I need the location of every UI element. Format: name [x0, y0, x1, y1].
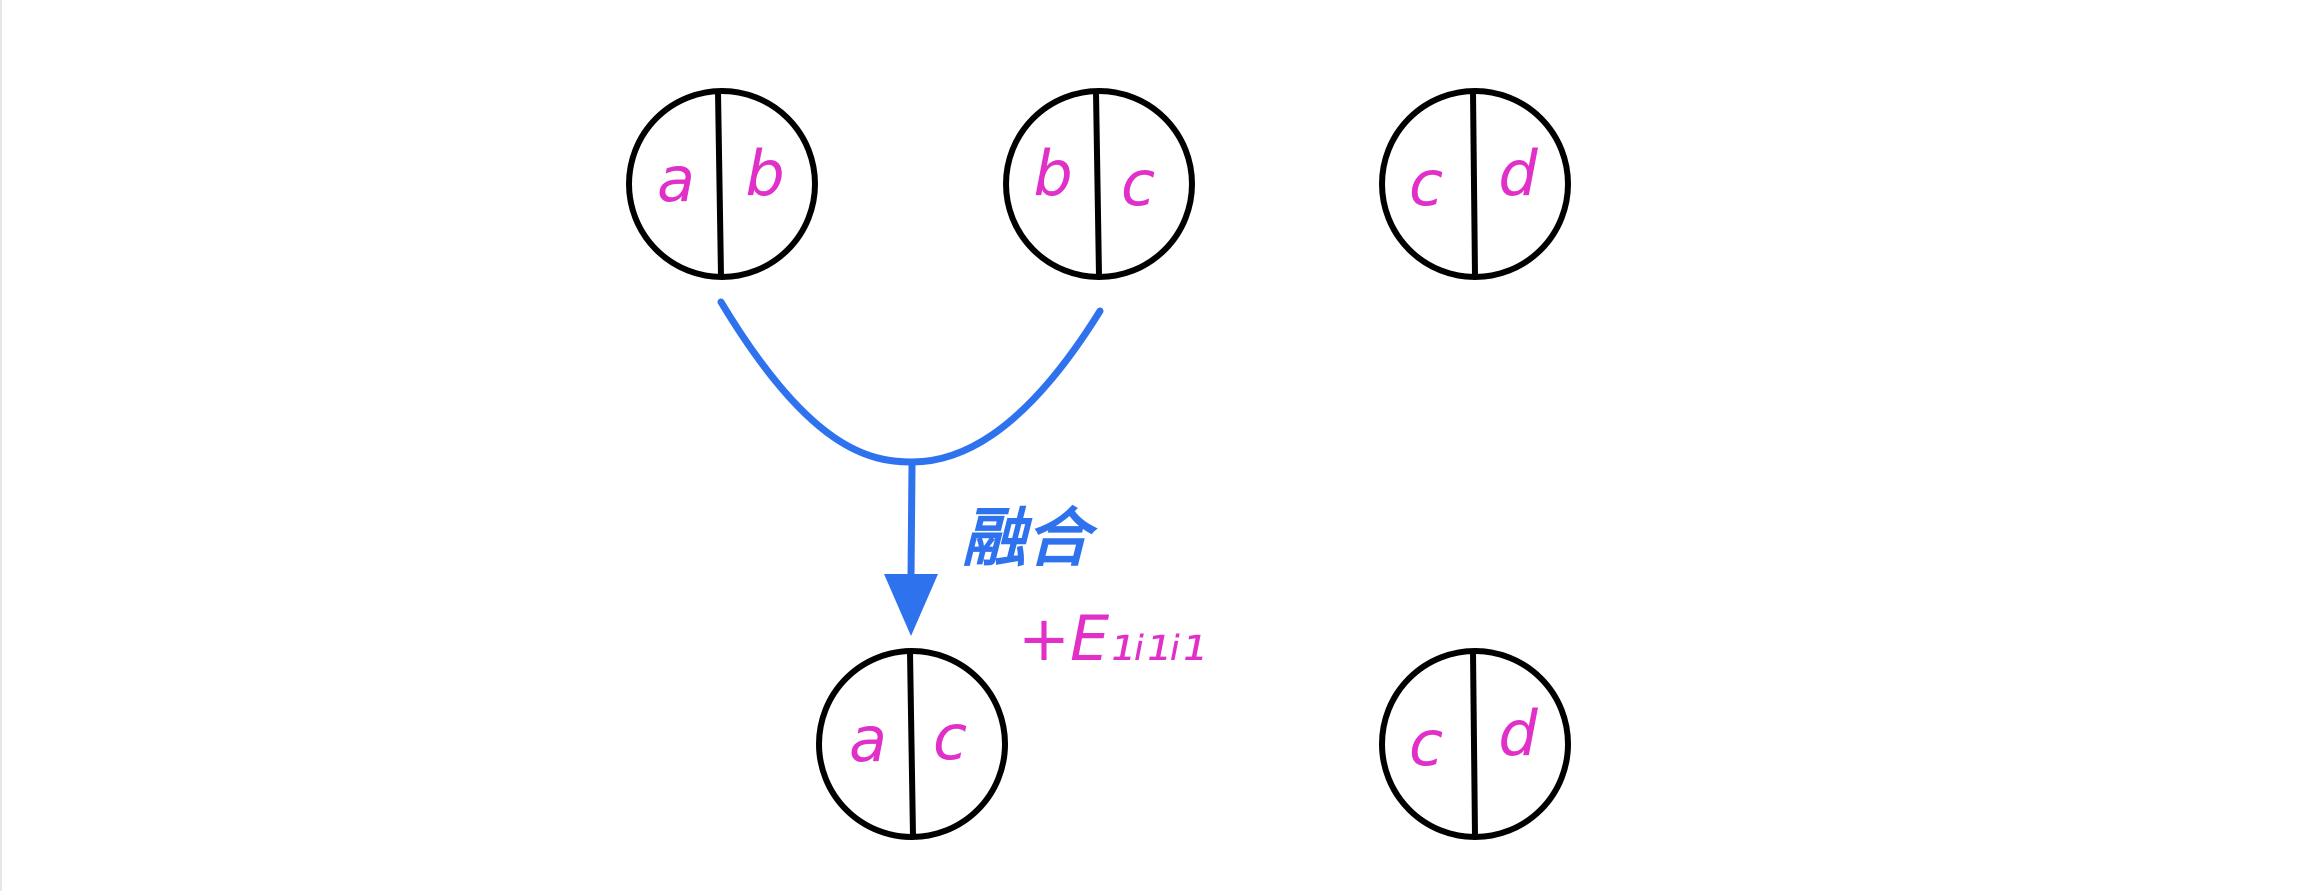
node-ac-right-letter: c [933, 701, 967, 774]
node-ab: a b [626, 88, 818, 280]
merge-label: 融合 [962, 502, 1098, 576]
node-ab-divider [715, 89, 724, 279]
node-bc: b c [1003, 88, 1195, 280]
merge-arrow-shaft [907, 462, 916, 582]
node-ac: a c [816, 648, 1008, 840]
node-cd-top-divider [1470, 89, 1478, 279]
node-cd-top: c d [1379, 88, 1571, 280]
node-cd-bottom-left-letter: c [1409, 707, 1443, 780]
node-cd-top-left-letter: c [1409, 147, 1443, 220]
merge-extra-label: +E₁ᵢ₁ᵢ₁ [1018, 602, 1206, 675]
merge-curve [717, 298, 1104, 466]
node-ab-left-letter: a [657, 143, 695, 216]
node-bc-left-letter: b [1033, 137, 1072, 210]
node-bc-right-letter: c [1121, 147, 1155, 220]
node-bc-divider [1093, 89, 1102, 279]
node-cd-top-right-letter: d [1498, 137, 1538, 210]
merge-arrow-head [884, 574, 938, 636]
left-border [0, 0, 2, 891]
node-ac-left-letter: a [849, 703, 887, 776]
node-ac-divider [907, 649, 916, 839]
node-cd-bottom-divider [1470, 649, 1478, 839]
node-cd-bottom-right-letter: d [1498, 697, 1538, 770]
node-cd-bottom: c d [1379, 648, 1571, 840]
node-ab-right-letter: b [745, 137, 784, 210]
